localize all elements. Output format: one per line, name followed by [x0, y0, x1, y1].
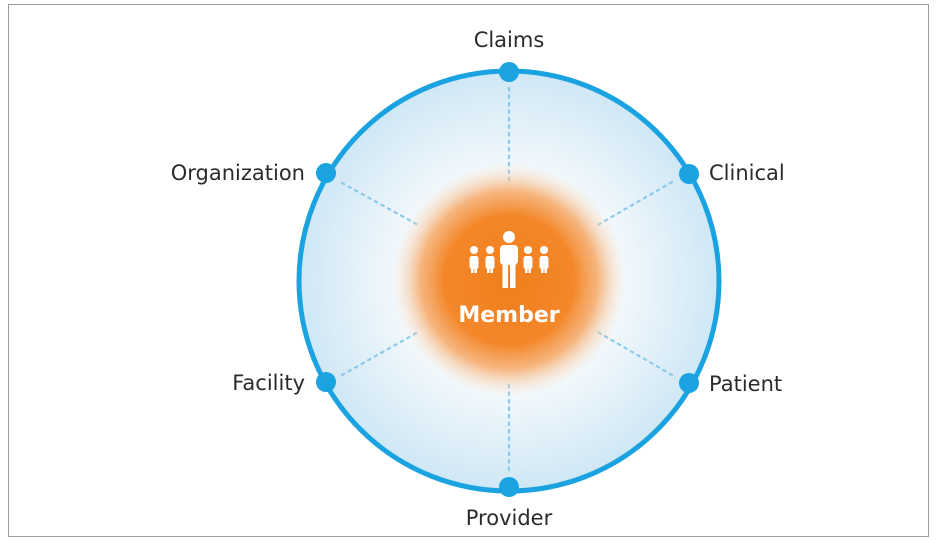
- spoke-clinical: [594, 180, 674, 228]
- member-label: Member: [458, 303, 559, 328]
- node-dot-organization[interactable]: [316, 163, 336, 183]
- node-label-claims: Claims: [474, 28, 545, 52]
- spoke-organization: [340, 181, 422, 228]
- node-label-facility: Facility: [232, 371, 305, 395]
- node-label-clinical: Clinical: [709, 161, 785, 185]
- node-dot-provider[interactable]: [499, 477, 519, 497]
- node-dot-clinical[interactable]: [679, 164, 699, 184]
- spoke-patient: [594, 329, 674, 377]
- node-label-provider: Provider: [466, 506, 553, 530]
- node-label-organization: Organization: [171, 161, 305, 185]
- node-label-patient: Patient: [709, 372, 782, 396]
- node-dot-claims[interactable]: [499, 62, 519, 82]
- node-dot-patient[interactable]: [679, 373, 699, 393]
- node-dots: [316, 62, 699, 497]
- member-center-circle: [391, 162, 627, 398]
- node-dot-facility[interactable]: [316, 372, 336, 392]
- people-group-icon: [469, 231, 549, 288]
